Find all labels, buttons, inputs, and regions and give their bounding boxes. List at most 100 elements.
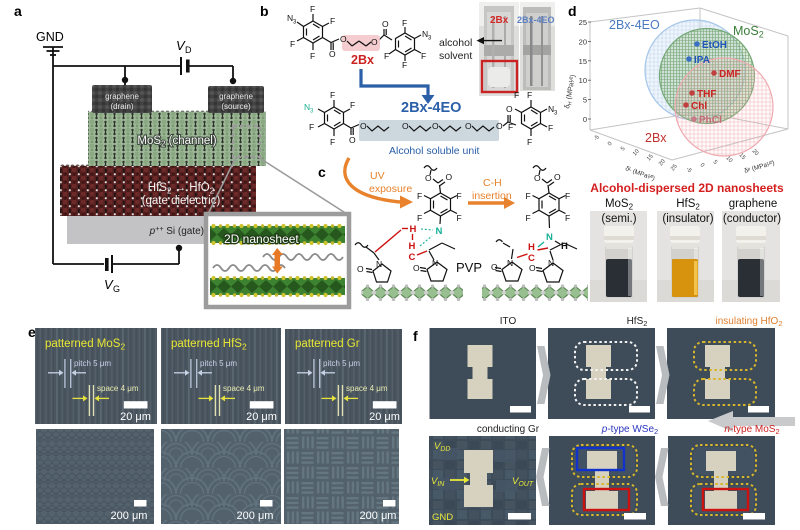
svg-text:GND: GND [36,30,64,44]
svg-text:-5: -5 [685,166,693,174]
svg-text:C-H: C-H [483,177,502,189]
svg-text:F: F [421,51,426,61]
svg-text:10: 10 [632,149,641,158]
svg-text:O: O [329,49,336,59]
svg-text:F: F [330,90,335,100]
svg-text:(gate dielectric): (gate dielectric) [142,195,221,207]
svg-text:MoS2: MoS2 [733,24,764,40]
svg-text:F: F [330,16,335,26]
svg-text:3: 3 [310,109,314,115]
svg-text:O: O [382,19,389,29]
svg-text:MoS2 (channel): MoS2 (channel) [137,135,216,149]
svg-text:F: F [527,90,532,100]
svg-text:200 μm: 200 μm [111,510,148,522]
svg-text:HfS2 → HfO2: HfS2 → HfO2 [148,182,215,196]
svg-text:ITO: ITO [500,316,517,327]
svg-text:N: N [548,104,554,114]
svg-text:GND: GND [432,512,453,523]
svg-text:N: N [422,29,428,39]
svg-text:F: F [384,51,389,61]
svg-text:0: 0 [699,162,706,168]
svg-text:N: N [287,13,293,23]
svg-text:C: C [409,252,416,263]
svg-text:F: F [417,191,422,201]
svg-text:2Bx: 2Bx [351,53,374,67]
svg-text:F: F [330,137,335,147]
svg-text:graphene: graphene [105,92,139,101]
svg-text:5: 5 [712,159,719,165]
svg-text:F: F [527,137,532,147]
svg-text:F: F [457,213,462,223]
svg-text:0: 0 [607,141,614,147]
svg-text:Alcohol-dispersed 2D nanosheet: Alcohol-dispersed 2D nanosheets [590,181,784,195]
svg-text:O: O [534,173,541,183]
svg-text:H: H [528,242,535,253]
svg-text:O: O [496,121,503,131]
svg-text:H: H [410,224,417,235]
svg-text:N: N [546,232,553,243]
svg-text:d: d [568,3,577,19]
svg-text:O: O [371,37,378,47]
svg-text:δH (MPa¹∕²): δH (MPa¹∕²) [564,74,578,109]
svg-text:25: 25 [670,164,679,173]
svg-text:p-type WSe2: p-type WSe2 [601,424,658,436]
svg-text:solvent: solvent [439,50,472,62]
svg-text:insertion: insertion [472,190,512,202]
svg-text:2Bx-4EO: 2Bx-4EO [401,100,461,116]
svg-text:patterned Gr: patterned Gr [295,338,360,350]
svg-text:IPA: IPA [694,55,710,66]
svg-text:H: H [561,241,568,252]
svg-text:a: a [14,3,22,19]
svg-text:exposure: exposure [369,183,412,195]
svg-text:10: 10 [579,76,587,85]
svg-text:-5: -5 [593,134,601,142]
svg-text:alcohol: alcohol [439,37,472,49]
svg-text:graphene: graphene [219,92,253,101]
svg-text:O: O [357,264,364,274]
svg-text:O: O [529,263,536,273]
svg-text:O: O [349,135,356,145]
svg-text:HfS2: HfS2 [627,316,648,328]
svg-text:patterned MoS2: patterned MoS2 [45,338,125,352]
svg-text:F: F [310,51,315,61]
svg-text:F: F [402,60,407,70]
svg-text:F: F [526,213,531,223]
svg-text:e: e [28,324,36,340]
svg-text:N: N [548,258,554,268]
svg-text:EtOH: EtOH [702,40,727,51]
svg-text:3: 3 [293,20,297,26]
svg-text:UV: UV [370,170,385,182]
svg-text:20: 20 [658,159,667,168]
svg-text:N: N [376,259,382,269]
svg-text:O: O [465,121,472,131]
svg-text:O: O [432,121,439,131]
svg-text:G: G [113,284,120,294]
svg-text:THF: THF [697,89,716,100]
svg-text:n-type MoS2: n-type MoS2 [724,424,779,436]
svg-text:V: V [104,277,114,292]
svg-text:b: b [260,3,269,19]
svg-text:F: F [402,18,407,28]
svg-text:H: H [409,241,416,252]
svg-text:F: F [309,122,314,132]
svg-text:c: c [318,164,326,180]
svg-text:(insulator): (insulator) [662,213,713,225]
svg-text:δᴸ (MPa¹∕²): δᴸ (MPa¹∕²) [624,165,655,182]
svg-text:F: F [526,191,531,201]
svg-text:O: O [491,262,498,272]
svg-text:space 4 μm: space 4 μm [97,384,139,393]
svg-text:2D nanosheet: 2D nanosheet [224,232,299,246]
svg-text:O: O [360,121,367,131]
svg-text:N: N [304,102,310,112]
svg-text:2Bx: 2Bx [490,15,509,26]
svg-text:F: F [565,213,570,223]
svg-text:O: O [425,173,432,183]
svg-text:20 μm: 20 μm [120,411,151,423]
svg-text:5: 5 [620,146,627,152]
svg-text:F: F [350,100,355,110]
svg-text:O: O [413,263,420,273]
svg-text:N: N [432,258,438,268]
svg-text:PhCl: PhCl [699,115,722,126]
svg-text:O: O [506,104,513,114]
svg-text:N: N [507,258,513,268]
